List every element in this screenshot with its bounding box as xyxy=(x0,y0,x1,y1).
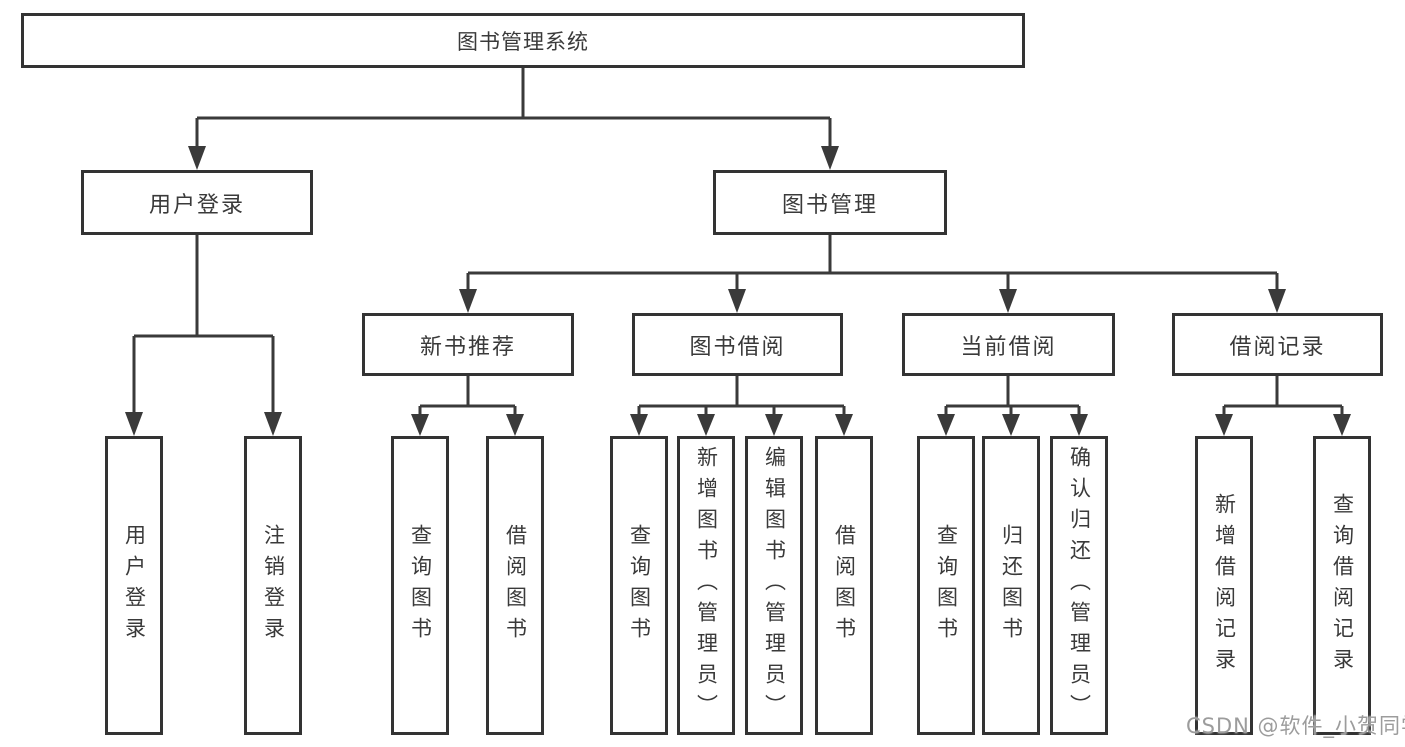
node-current-borrowing: 当前借阅 xyxy=(902,313,1115,376)
node-label: 借阅图书 xyxy=(832,523,857,648)
node-borrowing-records: 借阅记录 xyxy=(1172,313,1383,376)
leaf-edit-book-admin: 编辑图书（管理员） xyxy=(745,436,803,735)
node-label: 查询借阅记录 xyxy=(1330,492,1355,679)
node-book-management: 图书管理 xyxy=(713,170,947,235)
node-label: 查询图书 xyxy=(934,523,959,648)
node-user-login: 用户登录 xyxy=(81,170,313,235)
node-label: 当前借阅 xyxy=(960,334,1057,360)
node-label: 图书管理 xyxy=(781,192,878,218)
leaf-borrow-books: 借阅图书 xyxy=(815,436,873,735)
node-new-book-recommendation: 新书推荐 xyxy=(362,313,574,376)
leaf-query-borrow-record: 查询借阅记录 xyxy=(1313,436,1371,735)
node-label: 归还图书 xyxy=(999,523,1024,648)
node-label: 新增图书（管理员） xyxy=(694,446,719,725)
node-label: 查询图书 xyxy=(627,523,652,648)
node-book-borrowing: 图书借阅 xyxy=(632,313,843,376)
leaf-query-books-current: 查询图书 xyxy=(917,436,975,735)
leaf-add-book-admin: 新增图书（管理员） xyxy=(677,436,735,735)
leaf-logout: 注销登录 xyxy=(244,436,302,735)
node-label: 新增借阅记录 xyxy=(1212,492,1237,679)
node-label: 图书管理系统 xyxy=(457,29,589,54)
leaf-add-borrow-record: 新增借阅记录 xyxy=(1195,436,1253,735)
node-label: 借阅记录 xyxy=(1229,334,1326,360)
node-label: 借阅图书 xyxy=(503,523,528,648)
node-label: 确认归还（管理员） xyxy=(1067,446,1092,725)
leaf-confirm-return-admin: 确认归还（管理员） xyxy=(1050,436,1108,735)
node-label: 查询图书 xyxy=(408,523,433,648)
node-label: 用户登录 xyxy=(122,523,147,648)
node-label: 编辑图书（管理员） xyxy=(762,446,787,725)
node-label: 注销登录 xyxy=(261,523,286,648)
node-label: 用户登录 xyxy=(148,192,245,218)
leaf-borrow-books-recommend: 借阅图书 xyxy=(486,436,544,735)
leaf-query-books-recommend: 查询图书 xyxy=(391,436,449,735)
leaf-query-books-borrow: 查询图书 xyxy=(610,436,668,735)
node-library-management-system: 图书管理系统 xyxy=(21,13,1025,68)
node-label: 图书借阅 xyxy=(689,334,786,360)
csdn-watermark: CSDN @软件_小贺同学 xyxy=(1186,714,1405,738)
leaf-return-book: 归还图书 xyxy=(982,436,1040,735)
node-label: 新书推荐 xyxy=(419,334,516,360)
leaf-user-login: 用户登录 xyxy=(105,436,163,735)
